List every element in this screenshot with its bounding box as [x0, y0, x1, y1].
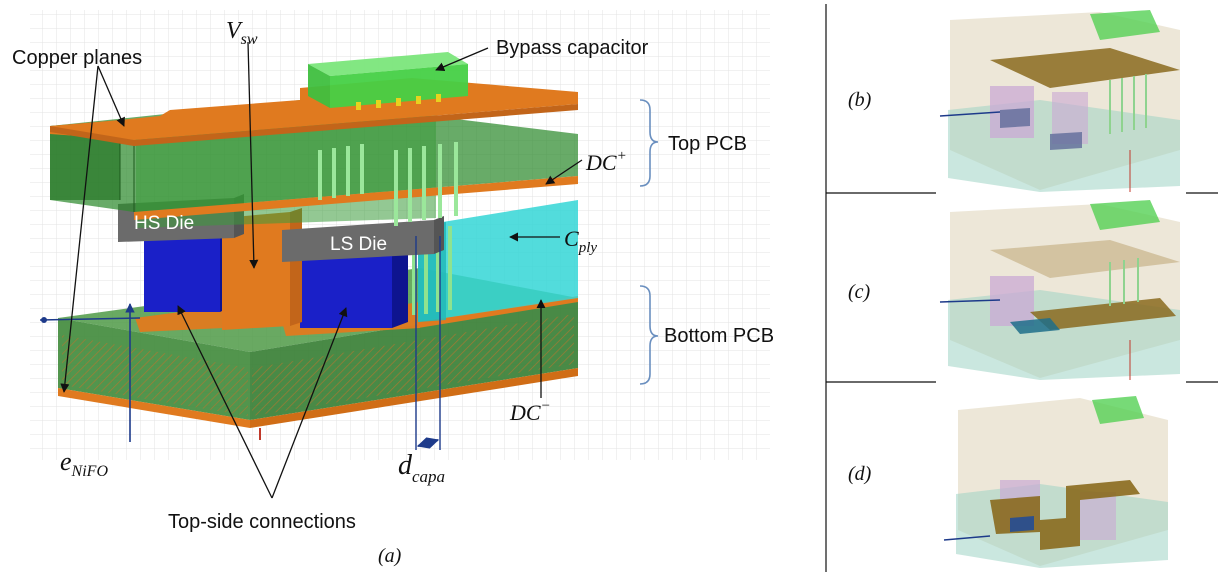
annotation-lines	[60, 41, 583, 499]
ls-die-label: LS Die	[330, 234, 387, 255]
bypass-capacitor-label: Bypass capacitor	[496, 37, 649, 59]
dc-minus-label: DC−	[509, 398, 551, 425]
top-pcb-label: Top PCB	[668, 133, 747, 155]
vias-upper	[318, 142, 458, 226]
ls-die	[282, 216, 444, 262]
panel-c: (c)	[848, 200, 1186, 382]
bypass-capacitor	[308, 52, 468, 110]
vsw-label: Vsw	[226, 18, 258, 48]
caption-a: (a)	[378, 545, 402, 567]
cply-label: Cply	[564, 226, 597, 256]
panel-b: (b)	[848, 4, 1186, 192]
enifo-label: eNiFO	[60, 447, 108, 480]
top-side-connections-label: Top-side connections	[168, 511, 356, 533]
hs-nifo	[144, 230, 232, 312]
labels: Copper planes Vsw Bypass capacitor DC+ T…	[12, 18, 774, 567]
caption-c: (c)	[848, 281, 871, 303]
caption-b: (b)	[848, 89, 872, 111]
bottom-pcb-brace	[639, 285, 659, 385]
hs-die-label: HS Die	[134, 213, 194, 234]
panel-dividers	[825, 4, 1218, 572]
dc-plus-label: DC+	[585, 148, 627, 175]
copper-planes-label: Copper planes	[12, 47, 142, 69]
top-pcb-brace	[639, 99, 659, 187]
main-model	[30, 10, 770, 460]
bottom-pcb-label: Bottom PCB	[664, 325, 774, 347]
panel-d: (d)	[848, 386, 1186, 570]
caption-d: (d)	[848, 463, 872, 485]
dcapa-label: dcapa	[398, 450, 445, 486]
